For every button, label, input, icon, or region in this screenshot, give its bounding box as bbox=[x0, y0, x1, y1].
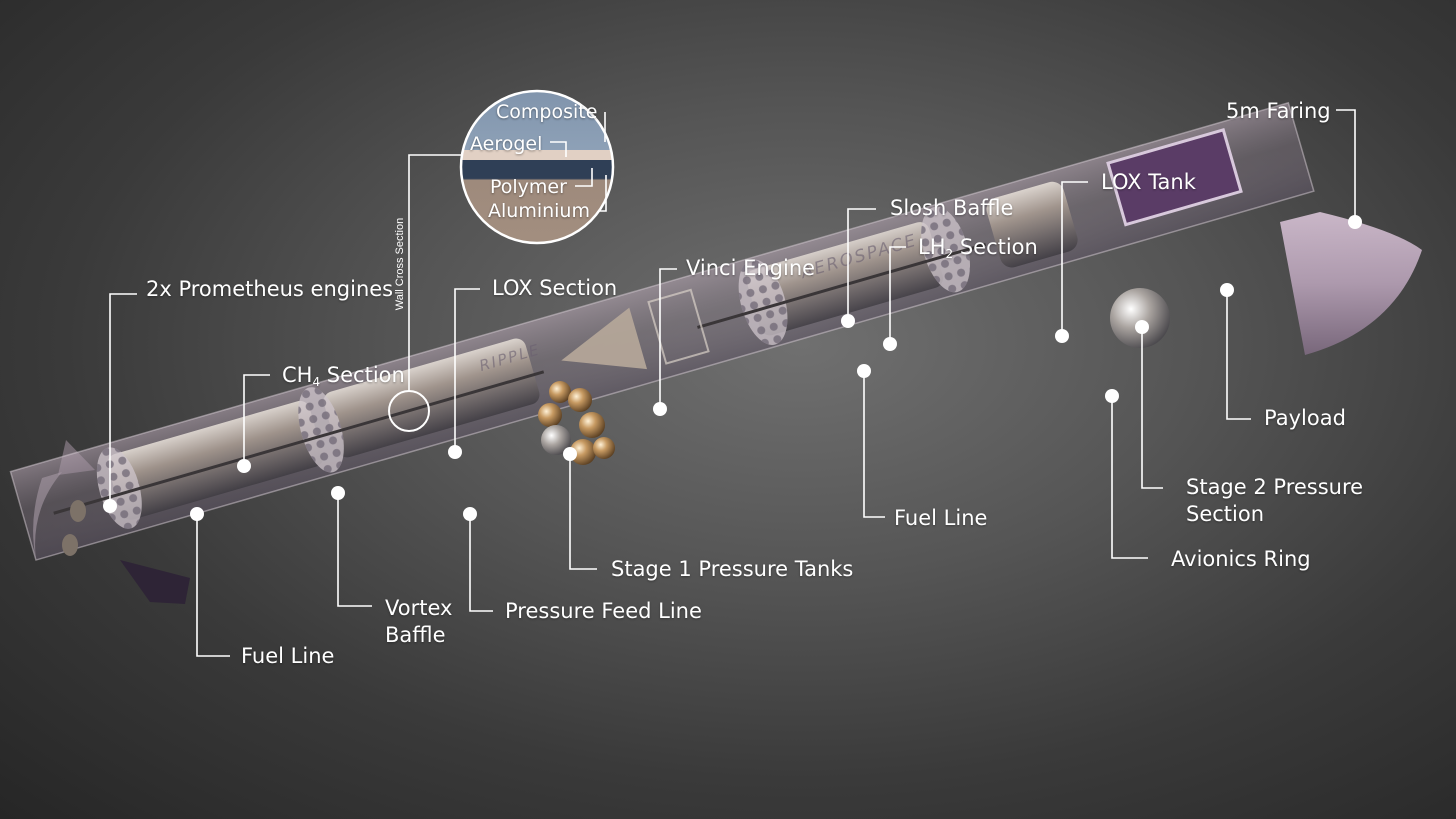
ch4-section-label: CH4 Section bbox=[282, 363, 405, 389]
leader-dots bbox=[103, 215, 1362, 521]
nose-cone bbox=[1280, 212, 1422, 355]
lh2-tank bbox=[746, 222, 944, 336]
polymer-layer-label: Polymer bbox=[490, 176, 567, 198]
pressure-feed-line-label: Pressure Feed Line bbox=[505, 599, 702, 623]
stage1-pressure-tanks-label: Stage 1 Pressure Tanks bbox=[611, 557, 854, 581]
stage2-pressure-label-line2: Section bbox=[1186, 502, 1265, 526]
pressure-sphere bbox=[549, 381, 571, 403]
rocket-body: RIPPLE AEROSPACE bbox=[9, 101, 1315, 561]
lox-tank-stage1 bbox=[323, 338, 540, 458]
fuel-line-right-label: Fuel Line bbox=[894, 506, 988, 530]
leader-lines bbox=[109, 109, 1356, 657]
lower-fin bbox=[120, 560, 190, 604]
vinci-engine-label: Vinci Engine bbox=[686, 256, 816, 280]
lox-tank-stage2 bbox=[986, 181, 1078, 268]
tail-cone bbox=[33, 472, 62, 560]
fuel-line-stage1 bbox=[53, 370, 545, 515]
fuel-line-left-label: Fuel Line bbox=[241, 644, 335, 668]
aluminium-layer-label: Aluminium bbox=[488, 200, 590, 222]
stage2-pressure-sphere bbox=[1110, 288, 1170, 348]
slosh-baffle-label: Slosh Baffle bbox=[890, 196, 1014, 220]
composite-layer-label: Composite bbox=[496, 101, 598, 123]
wall-cross-section-zoom bbox=[461, 91, 613, 243]
prometheus-engine-lower bbox=[62, 534, 78, 556]
faring-label: 5m Faring bbox=[1226, 99, 1331, 123]
payload-label: Payload bbox=[1264, 406, 1346, 430]
prometheus-engines-label: 2x Prometheus engines bbox=[146, 277, 394, 301]
avionics-ring-label: Avionics Ring bbox=[1171, 547, 1311, 571]
wall-cross-section-label: Wall Cross Section bbox=[394, 217, 406, 311]
stage2-pressure-label-line1: Stage 2 Pressure bbox=[1186, 475, 1364, 499]
vortex-baffle-label-line1: Vortex bbox=[385, 596, 453, 620]
lh2-section-label: LH2 Section bbox=[918, 235, 1038, 261]
vinci-nozzle bbox=[561, 307, 648, 370]
prometheus-engine-upper bbox=[70, 500, 86, 522]
lox-section-label: LOX Section bbox=[492, 276, 618, 300]
ch4-tank bbox=[107, 400, 324, 520]
lox-tank-label: LOX Tank bbox=[1101, 170, 1196, 194]
payload-block bbox=[1106, 128, 1243, 227]
aerogel-layer-label: Aerogel bbox=[470, 133, 543, 155]
fuel-line-stage2 bbox=[697, 242, 987, 329]
vortex-baffle-label-line2: Baffle bbox=[385, 623, 446, 647]
interstage-truss bbox=[647, 288, 710, 365]
